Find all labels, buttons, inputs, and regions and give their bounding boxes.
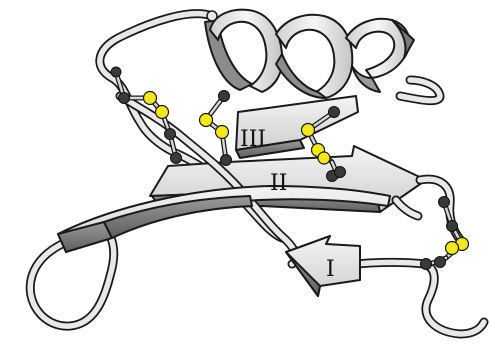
carbon-atom: [421, 259, 432, 270]
sulfur-atom: [446, 242, 459, 255]
carbon-atom: [111, 67, 121, 77]
carbon-atom: [165, 129, 176, 140]
sulfur-atom: [216, 126, 229, 139]
carbon-atom: [171, 153, 182, 164]
carbon-atom: [219, 91, 230, 102]
alpha-helix: [205, 10, 414, 98]
carbon-atom: [439, 197, 450, 208]
sulfur-atom: [156, 106, 169, 119]
strand-label-II: II: [270, 171, 287, 196]
sulfur-atom: [144, 92, 157, 105]
beta-strand-I: [286, 236, 360, 296]
carbon-atom: [447, 221, 458, 232]
carbon-atom: [119, 93, 130, 104]
strand-label-I: I: [326, 257, 335, 282]
carbon-atom: [221, 155, 232, 166]
sulfur-atom: [318, 152, 330, 164]
carbon-atom: [329, 107, 340, 118]
carbon-atom: [335, 167, 346, 178]
sulfur-atom: [302, 124, 315, 137]
coil-end-atom: [207, 11, 217, 21]
carbon-atom: [435, 257, 446, 268]
sulfur-atom: [200, 114, 213, 127]
strand-label-III: III: [240, 127, 266, 152]
